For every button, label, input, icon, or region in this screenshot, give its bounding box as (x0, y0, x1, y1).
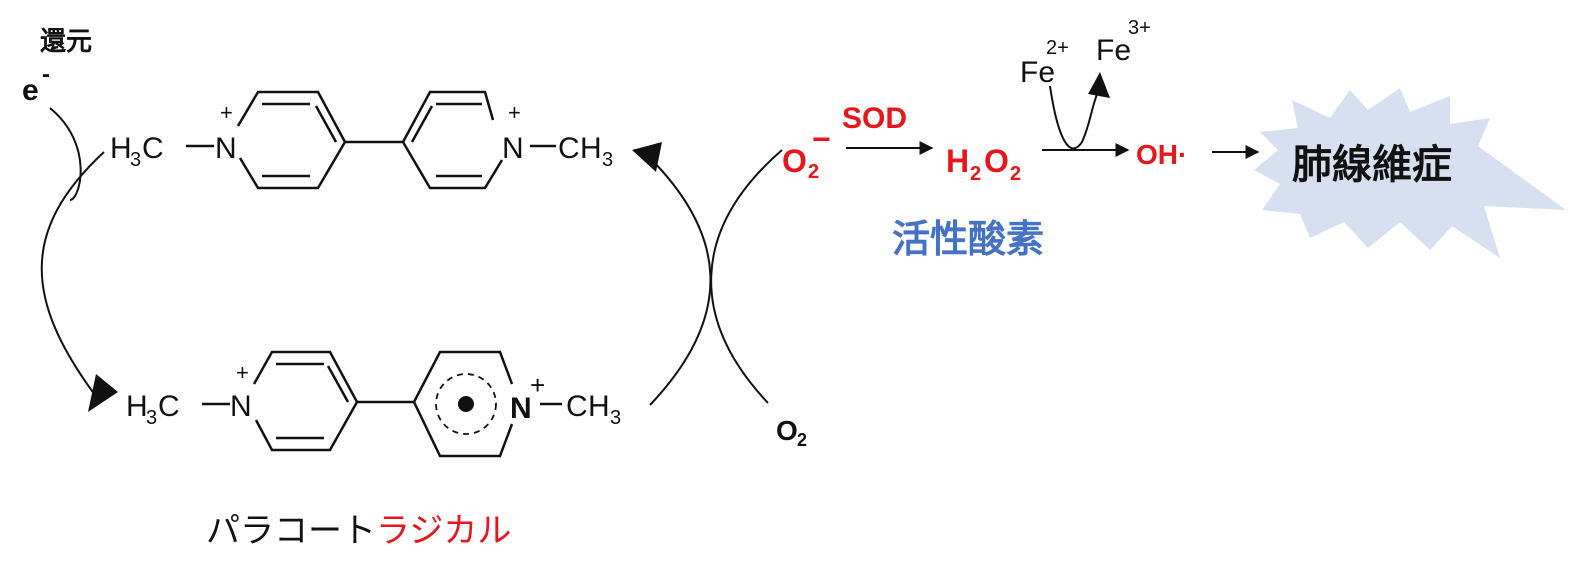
bottom-right-n: N (510, 392, 532, 425)
superoxide-o: O (782, 143, 807, 179)
paraquat-dication: H 3 C N + N + C H 3 (110, 90, 613, 190)
reduction-curve-arrow (49, 107, 82, 201)
h2o2-sub1: 2 (970, 163, 981, 185)
bottom-h3c-sub: 3 (146, 407, 157, 429)
oxidation-curve-up (649, 159, 712, 406)
bottom-left-n-charge: + (236, 360, 249, 385)
h2o2-h: H (946, 143, 969, 179)
superoxide-charge: − (812, 121, 831, 157)
top-left-n-charge: + (220, 100, 233, 125)
oxygen-input-o: O (776, 415, 798, 446)
bottom-h3c-c: C (158, 390, 180, 423)
h2o2-sub2: 2 (1010, 163, 1021, 185)
caption: パラコートラジカル (206, 511, 511, 551)
bottom-ch3-h: H (588, 390, 610, 423)
caption-radical: ラジカル (376, 511, 511, 551)
hydroxyl-radical: OH· (1136, 139, 1187, 170)
iron-arrowhead (1088, 72, 1110, 98)
fe2-label: Fe (1020, 56, 1055, 89)
bottom-h3c-h: H (126, 390, 148, 423)
bottom-ch3-sub: 3 (610, 407, 621, 429)
top-h3c-h: H (110, 132, 132, 165)
fe2-charge: 2+ (1046, 37, 1069, 59)
caption-paraquat: パラコート (206, 511, 376, 551)
oxygen-curve (710, 149, 783, 404)
electron-label: e (22, 74, 39, 107)
h2o2-o: O (984, 143, 1009, 179)
bottom-ch3-c: C (566, 390, 588, 423)
radical-dot-icon (458, 396, 474, 412)
top-ch3-h: H (580, 132, 602, 165)
top-right-n-charge: + (508, 100, 521, 125)
paraquat-radical: H 3 C N + N + C H 3 (126, 350, 621, 458)
iron-curve (1049, 85, 1099, 150)
ros-label: 活性酸素 (892, 217, 1044, 261)
top-h3c-c: C (142, 132, 164, 165)
superoxide-sub: 2 (808, 161, 819, 183)
top-h3c-sub: 3 (130, 149, 141, 171)
fe3-label: Fe (1096, 34, 1131, 67)
bottom-right-n-charge: + (530, 370, 545, 400)
fibrosis-label: 肺線維症 (1292, 142, 1452, 188)
top-ch3-sub: 3 (602, 149, 613, 171)
electron-charge: - (42, 61, 50, 88)
oxidation-arrowhead (632, 142, 662, 172)
bottom-left-n: N (230, 390, 252, 423)
reduction-arrowhead (88, 374, 118, 412)
top-ch3-c: C (558, 132, 580, 165)
top-left-n: N (215, 132, 237, 165)
burst-shape-icon (1254, 88, 1566, 258)
reduction-label: 還元 (40, 27, 92, 57)
fe3-charge: 3+ (1128, 17, 1151, 39)
reduction-main-curve (40, 151, 105, 396)
sod-label: SOD (842, 102, 907, 135)
top-right-n: N (502, 132, 524, 165)
oxygen-input-sub: 2 (797, 430, 807, 450)
